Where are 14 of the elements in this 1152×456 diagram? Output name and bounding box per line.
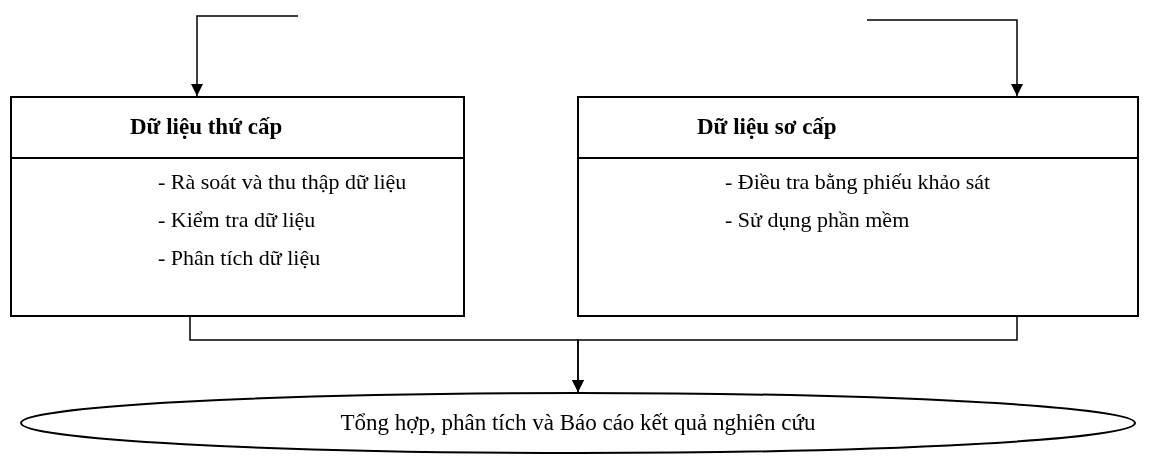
ellipse-text: Tổng hợp, phân tích và Báo cáo kết quả nghiên cứu — [339, 409, 817, 437]
list-item: - Kiểm tra dữ liệu — [158, 206, 317, 234]
process-box — [10, 96, 465, 317]
result-ellipse — [20, 392, 1136, 454]
arrow — [572, 316, 1018, 393]
box-heading: Dữ liệu sơ cấp — [579, 98, 1137, 159]
list-item: - Sử dụng phần mềm — [725, 206, 911, 234]
list-item: - Điều tra bằng phiếu khảo sát — [725, 168, 992, 196]
box-heading: Dữ liệu thứ cấp — [12, 98, 463, 159]
arrow — [866, 19, 1023, 97]
process-box — [577, 96, 1139, 317]
arrow — [191, 15, 299, 97]
list-item: - Rà soát và thu thập dữ liệu — [158, 168, 408, 196]
list-item: - Phân tích dữ liệu — [158, 244, 322, 272]
